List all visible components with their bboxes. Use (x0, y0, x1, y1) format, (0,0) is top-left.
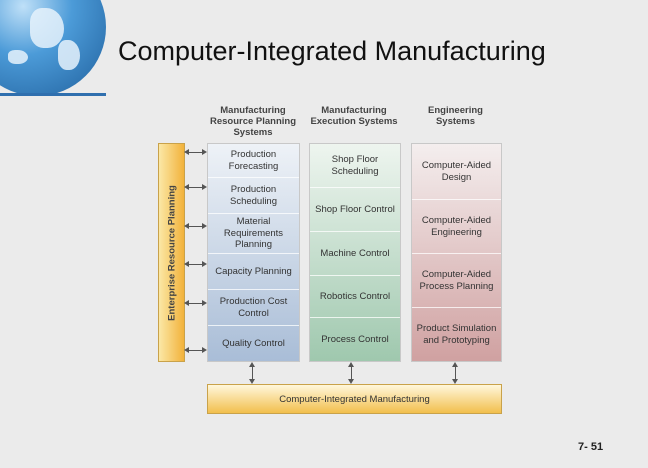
mrp-item: Production Forecasting (208, 144, 299, 178)
engineering-item: Computer-Aided Design (412, 144, 501, 200)
heading-mes: Manufacturing Execution Systems (310, 105, 398, 127)
mrp-item: Quality Control (222, 337, 285, 349)
globe-icon (0, 0, 106, 96)
mrp-item: Material Requirements Planning (208, 214, 299, 254)
cim-label: Computer-Integrated Manufacturing (279, 393, 430, 405)
mes-item: Robotics Control (310, 276, 400, 318)
engineering-column: Computer-Aided Design Computer-Aided Eng… (411, 143, 502, 362)
mes-column: Shop Floor Scheduling Shop Floor Control… (309, 143, 401, 362)
engineering-item: Product Simulation and Prototyping (416, 323, 497, 346)
erp-bar: Enterprise Resource Planning (158, 143, 185, 362)
erp-label: Enterprise Resource Planning (166, 184, 177, 321)
heading-engineering: Engineering Systems (428, 105, 483, 127)
slide-title: Computer-Integrated Manufacturing (118, 36, 546, 66)
title-underline (0, 93, 106, 96)
heading-mrp: Manufacturing Resource Planning Systems (209, 105, 297, 138)
mrp-item: Production Cost Control (208, 290, 299, 326)
mes-item: Process Control (321, 333, 389, 345)
mrp-column: Production Forecasting Production Schedu… (207, 143, 300, 362)
mes-item: Shop Floor Control (310, 188, 400, 232)
engineering-item: Computer-Aided Engineering (412, 200, 501, 254)
cim-bar: Computer-Integrated Manufacturing (207, 384, 502, 414)
slide-number: 7- 51 (578, 441, 604, 453)
mes-item: Machine Control (310, 232, 400, 276)
mrp-item: Production Scheduling (208, 178, 299, 214)
mes-item: Shop Floor Scheduling (310, 144, 400, 188)
mrp-item: Capacity Planning (208, 254, 299, 290)
engineering-item: Computer-Aided Process Planning (412, 254, 501, 308)
